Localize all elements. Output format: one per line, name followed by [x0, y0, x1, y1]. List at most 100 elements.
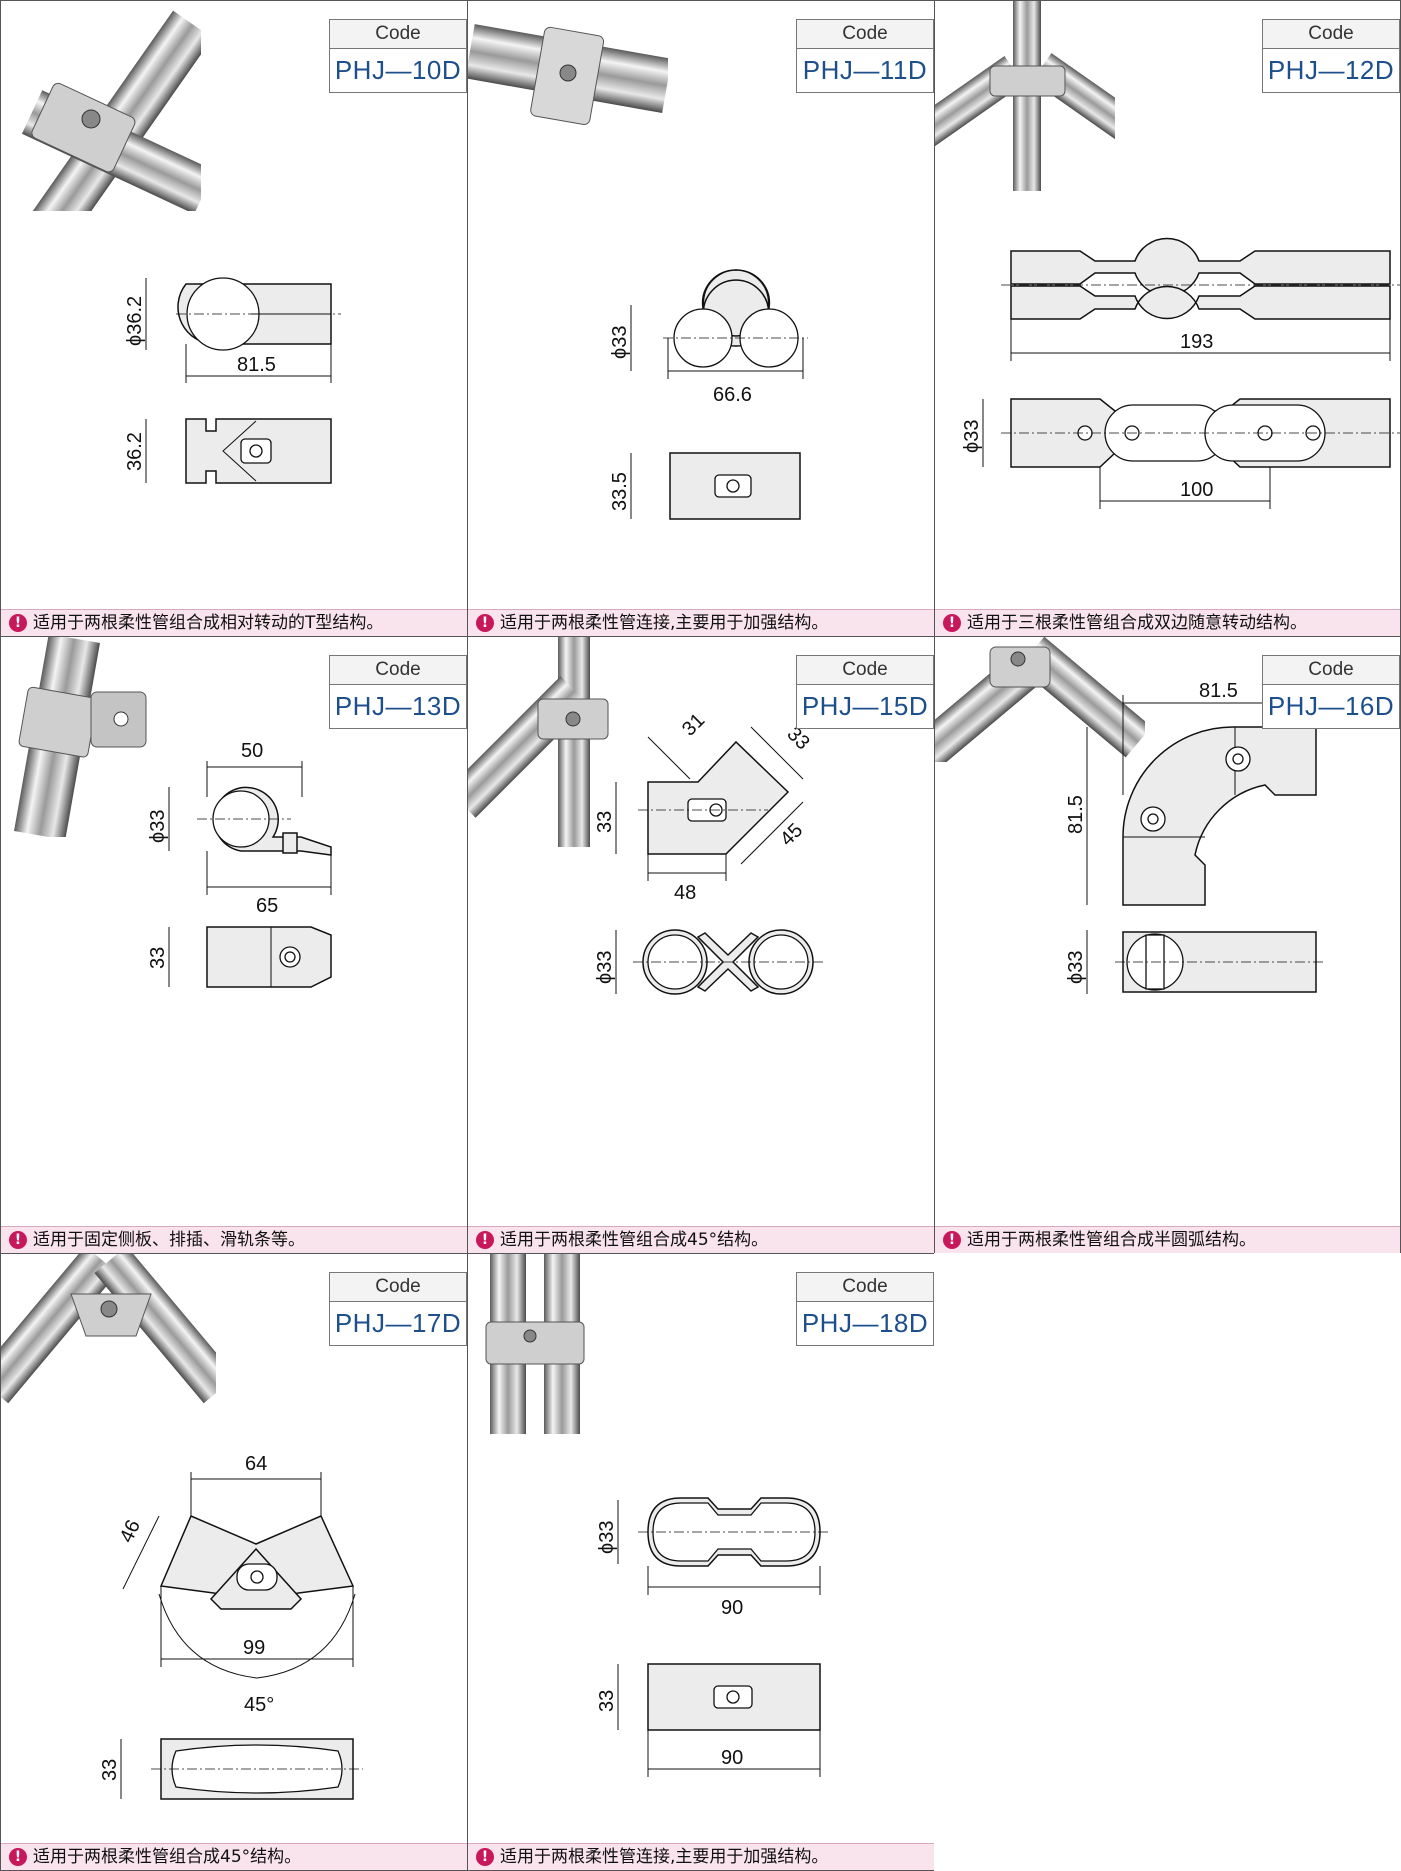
usage-note: ! 适用于两根柔性管组合成45°结构。	[1, 1843, 467, 1870]
code-label: Code	[330, 656, 466, 685]
product-code: PHJ—11D	[802, 55, 928, 85]
dim-text: 90	[721, 1597, 743, 1619]
code-label: Code	[797, 1273, 933, 1302]
dim-text: 33	[147, 947, 169, 969]
product-cell-phj-15d: Code PHJ—15D 31 33 33 45 48 ϕ33 ! 适用于两根柔性…	[467, 636, 935, 1254]
product-code: PHJ—13D	[334, 691, 462, 721]
usage-note-text: 适用于两根柔性管组合成45°结构。	[500, 1230, 769, 1250]
alert-icon: !	[9, 1848, 27, 1866]
product-code: PHJ—15D	[801, 691, 929, 721]
usage-note-text: 适用于两根柔性管组合成45°结构。	[33, 1847, 302, 1867]
technical-drawing: 193 ϕ33 100	[961, 237, 1400, 509]
dim-text: ϕ36.2	[124, 296, 146, 346]
technical-drawing: 81.5 81.5 ϕ33	[1065, 680, 1325, 994]
alert-icon: !	[476, 1231, 494, 1249]
dim-text: 66.6	[713, 384, 752, 406]
alert-icon: !	[9, 614, 27, 632]
usage-note-text: 适用于固定侧板、排插、滑轨条等。	[33, 1230, 305, 1250]
usage-note: ! 适用于三根柔性管组合成双边随意转动结构。	[935, 609, 1400, 636]
usage-note: ! 适用于两根柔性管组合成45°结构。	[468, 1226, 934, 1253]
dim-text: 33	[596, 1690, 618, 1712]
product-code: PHJ—16D	[1267, 691, 1395, 721]
code-label: Code	[797, 20, 933, 49]
dim-text: 33.5	[609, 472, 631, 511]
dim-text: 193	[1180, 331, 1213, 353]
usage-note-text: 适用于三根柔性管组合成双边随意转动结构。	[967, 613, 1307, 633]
product-photo	[468, 637, 609, 847]
product-photo	[468, 24, 668, 125]
alert-icon: !	[476, 1848, 494, 1866]
product-photo	[1, 1254, 216, 1404]
product-photo	[14, 637, 147, 837]
dim-text: 81.5	[1065, 795, 1087, 834]
code-label: Code	[1263, 20, 1399, 49]
code-box: Code PHJ—10D	[329, 19, 467, 93]
dim-text: 99	[243, 1637, 265, 1659]
code-box: Code PHJ—17D	[329, 1272, 467, 1346]
dim-text: 65	[256, 895, 278, 917]
dim-text: 81.5	[1199, 680, 1238, 702]
code-box: Code PHJ—16D	[1262, 655, 1400, 729]
code-box: Code PHJ—18D	[796, 1272, 934, 1346]
dim-text: ϕ33	[609, 326, 631, 359]
product-code: PHJ—18D	[801, 1308, 929, 1338]
product-code: PHJ—17D	[334, 1308, 462, 1338]
usage-note-text: 适用于两根柔性管连接,主要用于加强结构。	[500, 1847, 829, 1867]
dim-text: 33	[99, 1759, 121, 1781]
usage-note: ! 适用于两根柔性管组合成半圆弧结构。	[935, 1226, 1400, 1253]
product-cell-phj-18d: Code PHJ—18D ϕ33 90 33 90 ! 适用于两根柔性管连接,主要…	[467, 1253, 935, 1871]
dim-text: 64	[245, 1453, 267, 1475]
alert-icon: !	[9, 1231, 27, 1249]
dim-text: 46	[116, 1517, 145, 1546]
technical-drawing: 31 33 33 45 48 ϕ33	[594, 709, 823, 995]
product-cell-phj-17d: Code PHJ—17D 64 46 99 45° 33 ! 适用于两根柔性管组合…	[0, 1253, 468, 1871]
code-box: Code PHJ—12D	[1262, 19, 1400, 93]
dim-text: ϕ33	[147, 810, 169, 843]
technical-drawing: 64 46 99 45° 33	[99, 1453, 363, 1800]
dim-text: ϕ33	[961, 420, 983, 453]
alert-icon: !	[943, 1231, 961, 1249]
dim-text: 81.5	[237, 354, 276, 376]
product-photo	[485, 1254, 585, 1434]
product-cell-phj-11d: Code PHJ—11D ϕ33 66.6 33.5 ! 适用于两根柔性管连接,主…	[467, 0, 935, 637]
technical-drawing: ϕ33 66.6 33.5	[609, 269, 808, 520]
usage-note-text: 适用于两根柔性管组合成半圆弧结构。	[967, 1230, 1256, 1250]
usage-note-text: 适用于两根柔性管连接,主要用于加强结构。	[500, 613, 829, 633]
dim-text: 45°	[244, 1694, 274, 1716]
product-photo	[935, 637, 1145, 762]
code-label: Code	[330, 20, 466, 49]
product-code: PHJ—12D	[1267, 55, 1395, 85]
code-box: Code PHJ—13D	[329, 655, 467, 729]
technical-drawing: 50 ϕ33 65 33	[147, 740, 332, 988]
usage-note: ! 适用于两根柔性管组合成相对转动的T型结构。	[1, 609, 467, 636]
alert-icon: !	[476, 614, 494, 632]
dim-text: 48	[674, 882, 696, 904]
dim-text: 50	[241, 740, 263, 762]
product-photo	[12, 10, 201, 211]
dim-text: 33	[594, 811, 616, 833]
technical-drawing: ϕ33 90 33 90	[596, 1497, 830, 1777]
code-box: Code PHJ—11D	[796, 19, 934, 93]
dim-text: 100	[1180, 479, 1213, 501]
product-cell-phj-16d: Code PHJ—16D 81.5 81.5 ϕ33 ! 适用于两根柔性管组合成半…	[934, 636, 1401, 1254]
empty-cell	[934, 1253, 1401, 1871]
dim-text: ϕ33	[594, 951, 616, 984]
product-cell-phj-10d: Code PHJ—10D ϕ36.2 81.5 36.2 ! 适用于两根柔性管组合…	[0, 0, 468, 637]
code-label: Code	[797, 656, 933, 685]
dim-text: 90	[721, 1747, 743, 1769]
usage-note: ! 适用于两根柔性管连接,主要用于加强结构。	[468, 609, 934, 636]
product-code: PHJ—10D	[334, 55, 462, 85]
usage-note: ! 适用于两根柔性管连接,主要用于加强结构。	[468, 1843, 934, 1870]
alert-icon: !	[943, 614, 961, 632]
code-box: Code PHJ—15D	[796, 655, 934, 729]
usage-note-text: 适用于两根柔性管组合成相对转动的T型结构。	[33, 613, 384, 633]
product-cell-phj-13d: Code PHJ—13D 50 ϕ33 65 33 ! 适用于固定侧板、排插、滑轨…	[0, 636, 468, 1254]
product-photo	[935, 1, 1115, 191]
technical-drawing: ϕ36.2 81.5 36.2	[124, 277, 341, 484]
dim-text: 36.2	[124, 432, 146, 471]
usage-note: ! 适用于固定侧板、排插、滑轨条等。	[1, 1226, 467, 1253]
dim-text: ϕ33	[1065, 951, 1087, 984]
product-cell-phj-12d: Code PHJ—12D 193 ϕ33 100 ! 适用于三根柔性管组合成双边随…	[934, 0, 1401, 637]
code-label: Code	[330, 1273, 466, 1302]
code-label: Code	[1263, 656, 1399, 685]
